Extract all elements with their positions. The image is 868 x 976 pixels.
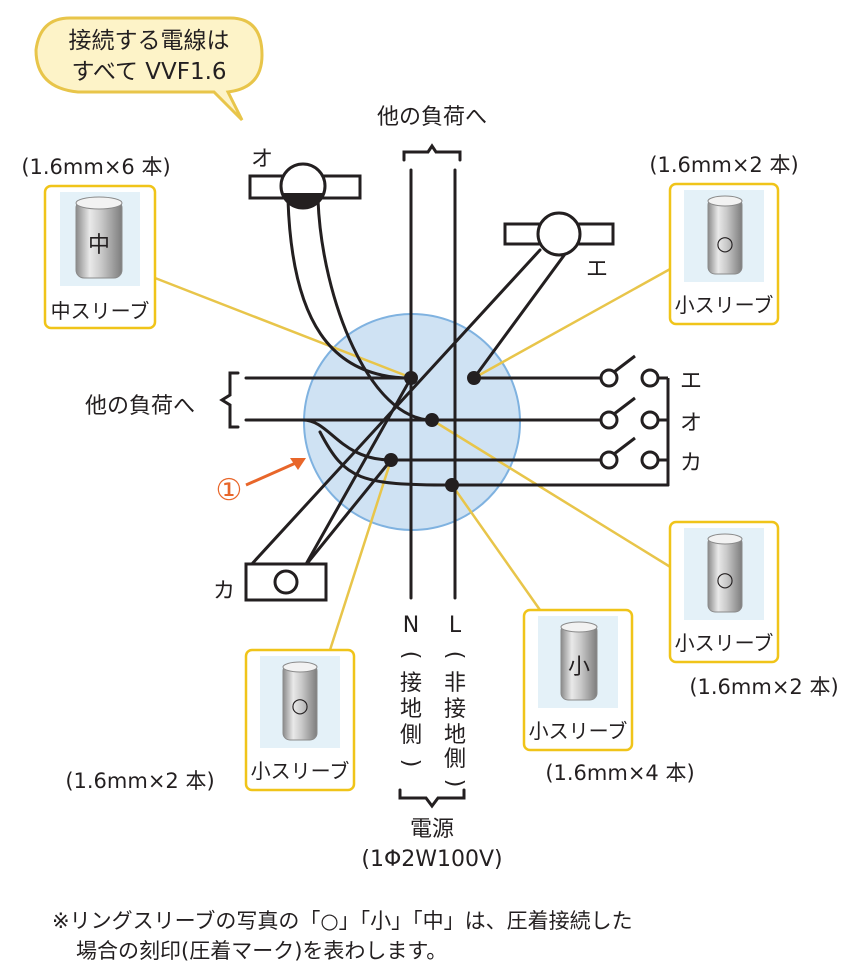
callout-line1: 接続する電線は <box>69 28 230 54</box>
sleeve-mark: 小 <box>568 655 590 680</box>
sleeve-qty: (1.6mm×2 本) <box>65 769 214 793</box>
sleeve-name: 小スリーブ <box>251 759 350 783</box>
label-l: L <box>449 613 462 638</box>
label-power-spec: (1Φ2W100V) <box>361 847 502 872</box>
label-l-paren-2: 接 <box>444 697 466 722</box>
label-o-top: オ <box>251 147 273 172</box>
label-l-paren-3: 地 <box>444 723 466 748</box>
label-l-paren-4: 側 <box>444 747 466 772</box>
sleeve-card-mid: (1.6mm×6 本) 中 中スリーブ <box>21 155 171 330</box>
sleeve-mark: 中 <box>88 233 110 258</box>
sleeve-card-small-center: 小 小スリーブ (1.6mm×4 本) <box>522 608 695 785</box>
sleeve-qty: (1.6mm×4 本) <box>545 761 694 785</box>
lamp-e <box>503 211 615 257</box>
sleeve-name: 小スリーブ <box>529 719 628 743</box>
sleeve-mark: ○ <box>716 567 733 591</box>
sleeve-qty: (1.6mm×2 本) <box>689 675 838 699</box>
sleeve-name: 小スリーブ <box>675 293 774 317</box>
sleeve-name: 中スリーブ <box>51 299 150 323</box>
note-line2: 場合の刻印(圧着マーク)を表わします。 <box>76 939 447 963</box>
sleeve-name: 小スリーブ <box>675 631 774 655</box>
lamp-ka <box>244 562 328 602</box>
callout-line2: すべて VVF1.6 <box>71 59 226 85</box>
switches <box>599 354 670 470</box>
label-switch-o: オ <box>680 411 702 436</box>
label-e-right: エ <box>586 257 608 282</box>
label-switch-e: エ <box>680 369 702 394</box>
junction-dots <box>384 371 481 492</box>
label-other-load-top: 他の負荷へ <box>377 105 487 130</box>
sleeve-qty: (1.6mm×2 本) <box>649 153 798 177</box>
label-l-paren-5: ) <box>442 779 467 788</box>
callout-bubble: 接続する電線は すべて VVF1.6 <box>34 16 264 122</box>
sleeve-card-small-right: ○ 小スリーブ (1.6mm×2 本) <box>668 520 839 699</box>
label-n-paren-3: 側 <box>400 723 422 748</box>
label-switch-ka: カ <box>680 451 702 476</box>
label-l-paren-1: 非 <box>444 671 466 696</box>
label-n-paren-0: ( <box>398 651 423 660</box>
sleeve-mark: ○ <box>291 693 308 717</box>
sleeve-card-small-left: ○ 小スリーブ (1.6mm×2 本) <box>65 648 356 793</box>
label-n: N <box>403 613 419 638</box>
marker-label: ① <box>216 473 243 508</box>
note-line1: ※リングスリーブの写真の「○」「小」「中」は、圧着接続した <box>52 909 633 933</box>
label-n-paren-4: ) <box>398 759 423 768</box>
sleeve-mark: ○ <box>716 231 733 255</box>
lamp-o <box>248 162 362 210</box>
label-l-paren-0: ( <box>442 651 467 660</box>
label-power: 電源 <box>410 817 454 842</box>
label-ka-bottom: カ <box>213 579 235 604</box>
label-other-load-left: 他の負荷へ <box>85 394 195 419</box>
label-n-paren-1: 接 <box>400 671 422 696</box>
label-n-paren-2: 地 <box>400 697 422 722</box>
leader-lines <box>154 266 673 651</box>
sleeve-card-small-top-right: (1.6mm×2 本) ○ 小スリーブ <box>649 153 799 326</box>
marker-1: ① <box>216 458 306 508</box>
sleeve-qty: (1.6mm×6 本) <box>21 155 170 179</box>
